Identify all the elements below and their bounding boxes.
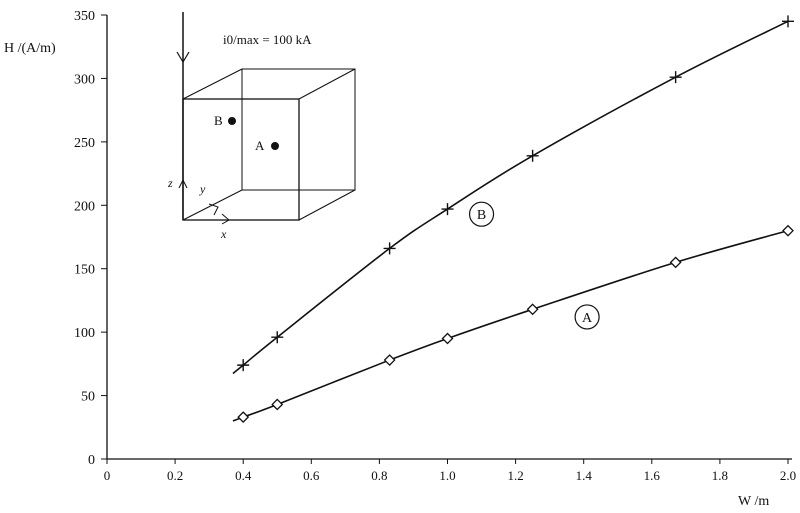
data-point-diamond — [237, 411, 250, 424]
current-arrow-icon — [176, 51, 190, 64]
data-point-plus — [271, 331, 284, 344]
cube-edge — [182, 68, 243, 100]
y-tick-label: 200 — [74, 199, 95, 214]
data-point-plus — [441, 203, 454, 216]
y-tick-label: 50 — [81, 390, 95, 405]
x-tick-label: 2.0 — [780, 468, 796, 483]
x-tick-label: 0.8 — [371, 468, 387, 483]
curve-label-circle — [574, 304, 600, 330]
x-tick-label: 0.2 — [167, 468, 183, 483]
y-tick-label: 100 — [74, 326, 95, 341]
data-point-plus — [383, 242, 396, 255]
y-tick-label: 350 — [74, 9, 95, 24]
y-arrow-icon — [208, 203, 219, 216]
inset-diagram — [176, 12, 356, 225]
x-tick-label: 1.4 — [576, 468, 593, 483]
data-point-plus — [526, 149, 539, 162]
x-tick-label: 1.8 — [712, 468, 728, 483]
cube-back-face — [241, 68, 356, 191]
series-line-B — [232, 20, 789, 375]
data-point-diamond — [383, 354, 396, 366]
inset-axis-z: z — [167, 176, 173, 190]
x-tick-label: 0.6 — [303, 468, 320, 483]
data-point-diamond — [669, 256, 682, 269]
data-point-diamond — [441, 332, 454, 345]
y-axis-label: H /(A/m) — [4, 41, 56, 56]
data-point-plus — [782, 15, 794, 28]
data-point-diamond — [271, 398, 284, 411]
point-a-marker — [271, 142, 279, 150]
x-tick-label: 0.4 — [235, 468, 252, 483]
inset-label-b: B — [214, 113, 223, 128]
y-tick-label: 250 — [74, 136, 95, 151]
curve-label-circle — [468, 201, 495, 227]
cube-front-face — [182, 98, 300, 221]
y-tick-label: 150 — [74, 263, 95, 278]
inset-axis-y: y — [199, 182, 206, 196]
data-point-plus — [669, 71, 682, 84]
inset-label-a: A — [255, 138, 265, 153]
z-arrow-icon — [178, 178, 188, 189]
axes: 0 0.2 0.4 0.6 0.8 1.0 1.2 1.4 1.6 1.8 2.0 0 50 100 150… — [4, 9, 796, 509]
cube-edge — [298, 68, 356, 100]
inset-axis-x: x — [220, 227, 227, 241]
x-tick-label: 1.0 — [439, 468, 455, 483]
y-tick-label: 0 — [88, 453, 95, 468]
curve-label-A: A — [582, 311, 593, 326]
current-label: i0/max = 100 kA — [223, 32, 312, 47]
curves: BA — [232, 15, 794, 424]
data-point-plus — [237, 359, 250, 372]
series-line-A — [232, 229, 789, 422]
cube-edge — [298, 189, 356, 221]
x-axis-label: W /m — [738, 494, 769, 509]
x-tick-label: 0 — [104, 468, 111, 483]
point-b-marker — [228, 117, 236, 125]
data-point-diamond — [526, 303, 539, 316]
curve-label-B: B — [477, 208, 486, 223]
x-arrow-icon — [221, 213, 230, 225]
data-point-diamond — [782, 224, 794, 237]
x-tick-label: 1.6 — [644, 468, 661, 483]
y-tick-label: 300 — [74, 72, 95, 87]
x-tick-label: 1.2 — [507, 468, 523, 483]
